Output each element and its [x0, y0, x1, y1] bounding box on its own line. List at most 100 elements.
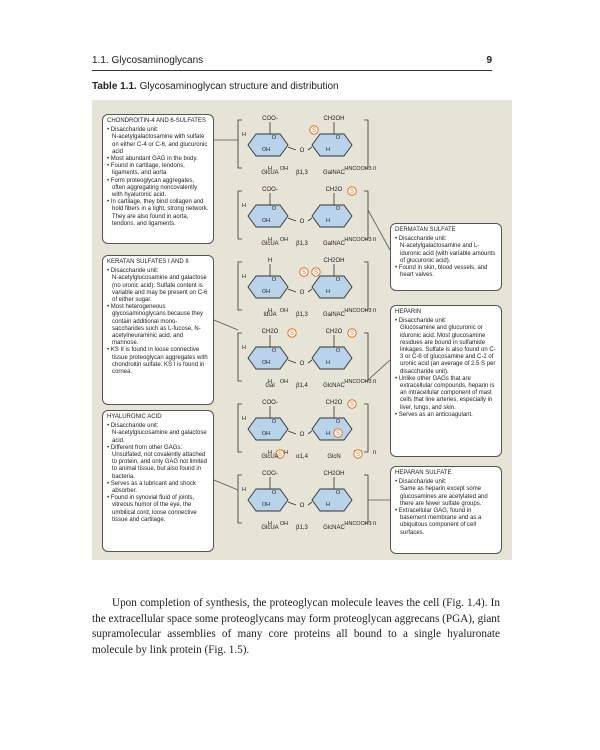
right-top-substituent: CH2OH — [323, 116, 344, 122]
h-label: H — [326, 431, 330, 437]
linkage-label: β1,3 — [296, 525, 308, 531]
right-top-substituent: CH2OH — [323, 471, 344, 477]
left-sugar-ring — [247, 275, 289, 299]
right-sugar-ring — [311, 417, 353, 441]
right-sugar-name: GalNAC — [323, 170, 346, 176]
oh-label: OH — [262, 431, 270, 437]
sulfate-group-icon — [353, 449, 363, 459]
callout-title: HYALURONIC ACID — [107, 414, 162, 420]
callout-item: Disaccharide unit: N-acetylglucosamine a… — [107, 423, 209, 445]
oh-label: OH — [262, 360, 270, 366]
sulfate-group-icon — [309, 125, 319, 135]
callout-connector-line — [213, 319, 239, 331]
repeat-bracket-left — [237, 261, 242, 311]
sulfate-label: S — [350, 402, 354, 408]
right-sugar-name: GalNAC — [323, 312, 346, 318]
sulfate-label: S — [290, 331, 294, 337]
oh-label: OH — [280, 166, 288, 172]
oh-label: OH — [262, 147, 270, 153]
repeat-n-label: n — [373, 450, 376, 456]
glycosidic-bond-line — [287, 217, 297, 222]
h-label: H — [242, 274, 246, 280]
running-head: 1.1. Glycosaminoglycans — [92, 55, 204, 66]
glycosidic-oxygen-label: O — [300, 290, 305, 296]
linkage-label: α1,4 — [296, 454, 308, 460]
repeat-n-label: n — [373, 308, 376, 314]
repeat-bracket-left — [237, 119, 242, 169]
right-sugar-ring — [311, 204, 353, 228]
callout-item: Serves as an anticoagulant. — [395, 412, 497, 419]
callout-item: Found in cartilage, tendons, ligaments, … — [107, 163, 209, 177]
repeat-bracket-right — [364, 332, 369, 382]
h-label: H — [326, 360, 330, 366]
callout-item: KS II is found in loose connective tissu… — [107, 347, 209, 376]
callout-item: Extracellular GAG, found in basement mem… — [395, 508, 497, 537]
sulfate-label: S — [356, 452, 360, 458]
left-sugar-ring — [247, 488, 289, 512]
callout-heparan: HEPARAN SULFATE Disaccharide unit: Same … — [390, 466, 502, 554]
ring-oxygen-label: O — [272, 135, 277, 141]
glycosidic-bond-line — [307, 359, 313, 364]
h-label: H — [326, 147, 330, 153]
callout-item: In cartilage, they bind collagen and hol… — [107, 199, 209, 228]
callout-hyaluronic: HYALURONIC ACID Disaccharide unit: N-ace… — [102, 410, 214, 552]
page-number: 9 — [486, 55, 492, 66]
right-sugar-ring — [311, 275, 353, 299]
callout-item: Unlike other GAGs that are extracellular… — [395, 376, 497, 412]
h-label: H — [268, 166, 272, 172]
oh-label: OH — [262, 502, 270, 508]
ring-oxygen-label: O — [336, 135, 341, 141]
right-bottom-substituent: HNCOCH3 — [344, 521, 371, 527]
callout-item: Most abundant GAG in the body. — [107, 156, 209, 163]
right-sugar-name: GalNAC — [323, 241, 346, 247]
right-sugar-name: GlcN — [327, 454, 340, 460]
callout-item: Disaccharide unit: Same as heparin excep… — [395, 479, 497, 508]
ring-oxygen-label: O — [272, 490, 277, 496]
repeat-bracket-left — [237, 403, 242, 453]
glycosidic-oxygen-label: O — [300, 219, 305, 225]
ring-oxygen-label: O — [336, 419, 341, 425]
sulfate-label: S — [278, 452, 282, 458]
glycosidic-oxygen-label: O — [300, 432, 305, 438]
h-label: H — [268, 237, 272, 243]
table-title: Glycosaminoglycan structure and distribu… — [136, 81, 339, 92]
right-bottom-substituent: HNCOCH3 — [344, 166, 371, 172]
left-top-substituent: COO- — [262, 116, 278, 122]
repeat-bracket-left — [237, 474, 242, 524]
glycosidic-oxygen-label: O — [300, 503, 305, 509]
h-label: H — [268, 379, 272, 385]
ring-oxygen-label: O — [272, 206, 277, 212]
sulfate-label: S — [314, 270, 318, 276]
callout-list: Disaccharide unit: Same as heparin excep… — [395, 479, 497, 537]
repeat-bracket-right — [364, 474, 369, 524]
body-paragraph: Upon completion of synthesis, the proteo… — [92, 597, 500, 656]
ring-oxygen-label: O — [336, 206, 341, 212]
sulfate-label: S — [312, 128, 316, 134]
callout-item: Disaccharide unit: Glucosamine and glucu… — [395, 318, 497, 376]
repeat-bracket-left — [237, 190, 242, 240]
glycosidic-bond-line — [307, 430, 313, 435]
right-sugar-name: GlcNAC — [323, 525, 345, 531]
callout-list: Disaccharide unit: Glucosamine and glucu… — [395, 318, 497, 419]
glycosidic-oxygen-label: O — [300, 148, 305, 154]
callout-list: Disaccharide unit: N-acetylglucosamine a… — [107, 423, 209, 524]
table-caption: Table 1.1. Glycosaminoglycan structure a… — [92, 81, 339, 92]
callout-connector-line — [367, 359, 391, 381]
glycosidic-oxygen-label: O — [300, 361, 305, 367]
callout-heparin: HEPARIN Disaccharide unit: Glucosamine a… — [390, 305, 502, 457]
glycosidic-bond-line — [287, 288, 297, 293]
ring-oxygen-label: O — [336, 490, 341, 496]
oh-label: OH — [280, 308, 288, 314]
callout-connector-line — [367, 209, 391, 251]
callout-item: Most heterogeneous glycosaminoglycans be… — [107, 304, 209, 347]
h-label: H — [326, 218, 330, 224]
sulfate-label: S — [350, 331, 354, 337]
left-sugar-ring — [247, 346, 289, 370]
sulfate-group-icon — [347, 328, 357, 338]
sulfate-group-icon — [275, 449, 285, 459]
linkage-label: β1,3 — [296, 170, 308, 176]
left-sugar-name: GlcUA — [261, 454, 278, 460]
left-sugar-name: Gal — [265, 383, 274, 389]
glycosidic-bond-line — [287, 430, 297, 435]
